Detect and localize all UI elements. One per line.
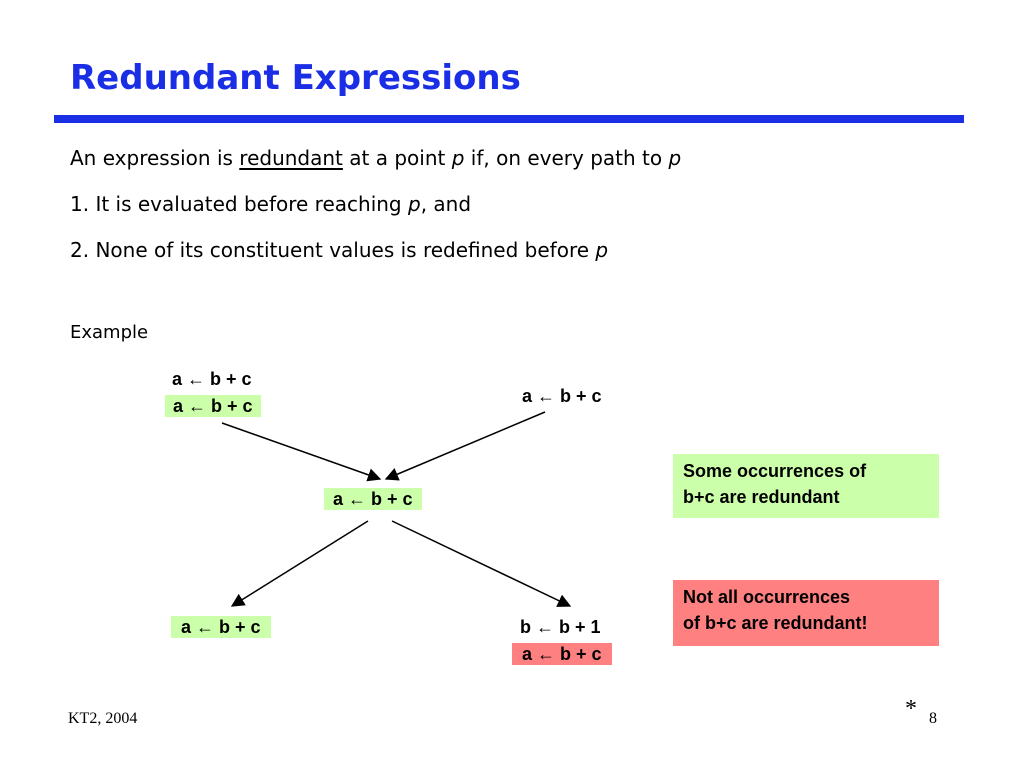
definition-p2: p: [668, 146, 682, 170]
example-label: Example: [70, 322, 149, 343]
definition-term: redundant: [239, 146, 343, 170]
top-left-stmt-1: a ← b + c: [172, 369, 252, 389]
footer-course-label: KT2, 2004: [68, 710, 138, 727]
definition-mid: at a point: [342, 146, 452, 170]
title-underline-bar: [54, 115, 964, 123]
top-right-stmt: a ← b + c: [522, 386, 602, 406]
arrow-top-right-to-middle: [384, 411, 546, 481]
condition-1-pre: 1. It is evaluated before reaching: [70, 192, 408, 216]
note-not-all-redundant: Not all occurrences of b+c are redundant…: [673, 580, 939, 646]
definition-line: An expression is redundant at a point p …: [70, 146, 681, 170]
footer-star-icon: *: [905, 696, 917, 722]
arrow-middle-to-bottom-right: [391, 520, 572, 607]
note-green-line-1: Some occurrences of: [683, 461, 867, 481]
definition-pre: An expression is: [70, 146, 240, 170]
note-red-line-2: of b+c are redundant!: [683, 613, 868, 633]
footer-page-number: 8: [929, 710, 937, 727]
definition-post: if, on every path to: [464, 146, 669, 170]
top-left-stmt-2-redundant: a ← b + c: [165, 395, 261, 417]
arrow-top-left-to-middle: [221, 422, 382, 482]
note-red-line-1: Not all occurrences: [683, 587, 851, 607]
slide-title: Redundant Expressions: [70, 58, 521, 98]
note-green-line-2: b+c are redundant: [683, 487, 840, 507]
note-some-redundant: Some occurrences of b+c are redundant: [673, 454, 939, 518]
condition-1: 1. It is evaluated before reaching p, an…: [70, 192, 471, 216]
definition-p1: p: [451, 146, 465, 170]
arrow-middle-to-bottom-left: [230, 520, 369, 607]
condition-1-p: p: [407, 192, 421, 216]
condition-1-post: , and: [420, 192, 472, 216]
middle-stmt-redundant: a ← b + c: [324, 488, 422, 510]
condition-2: 2. None of its constituent values is red…: [70, 238, 608, 262]
bottom-right-stmt-1: b ← b + 1: [520, 617, 601, 637]
condition-2-p: p: [595, 238, 609, 262]
bottom-left-stmt-redundant: a ← b + c: [171, 616, 271, 638]
condition-2-pre: 2. None of its constituent values is red…: [70, 238, 596, 262]
bottom-right-stmt-2-not-redundant: a ← b + c: [512, 643, 612, 665]
